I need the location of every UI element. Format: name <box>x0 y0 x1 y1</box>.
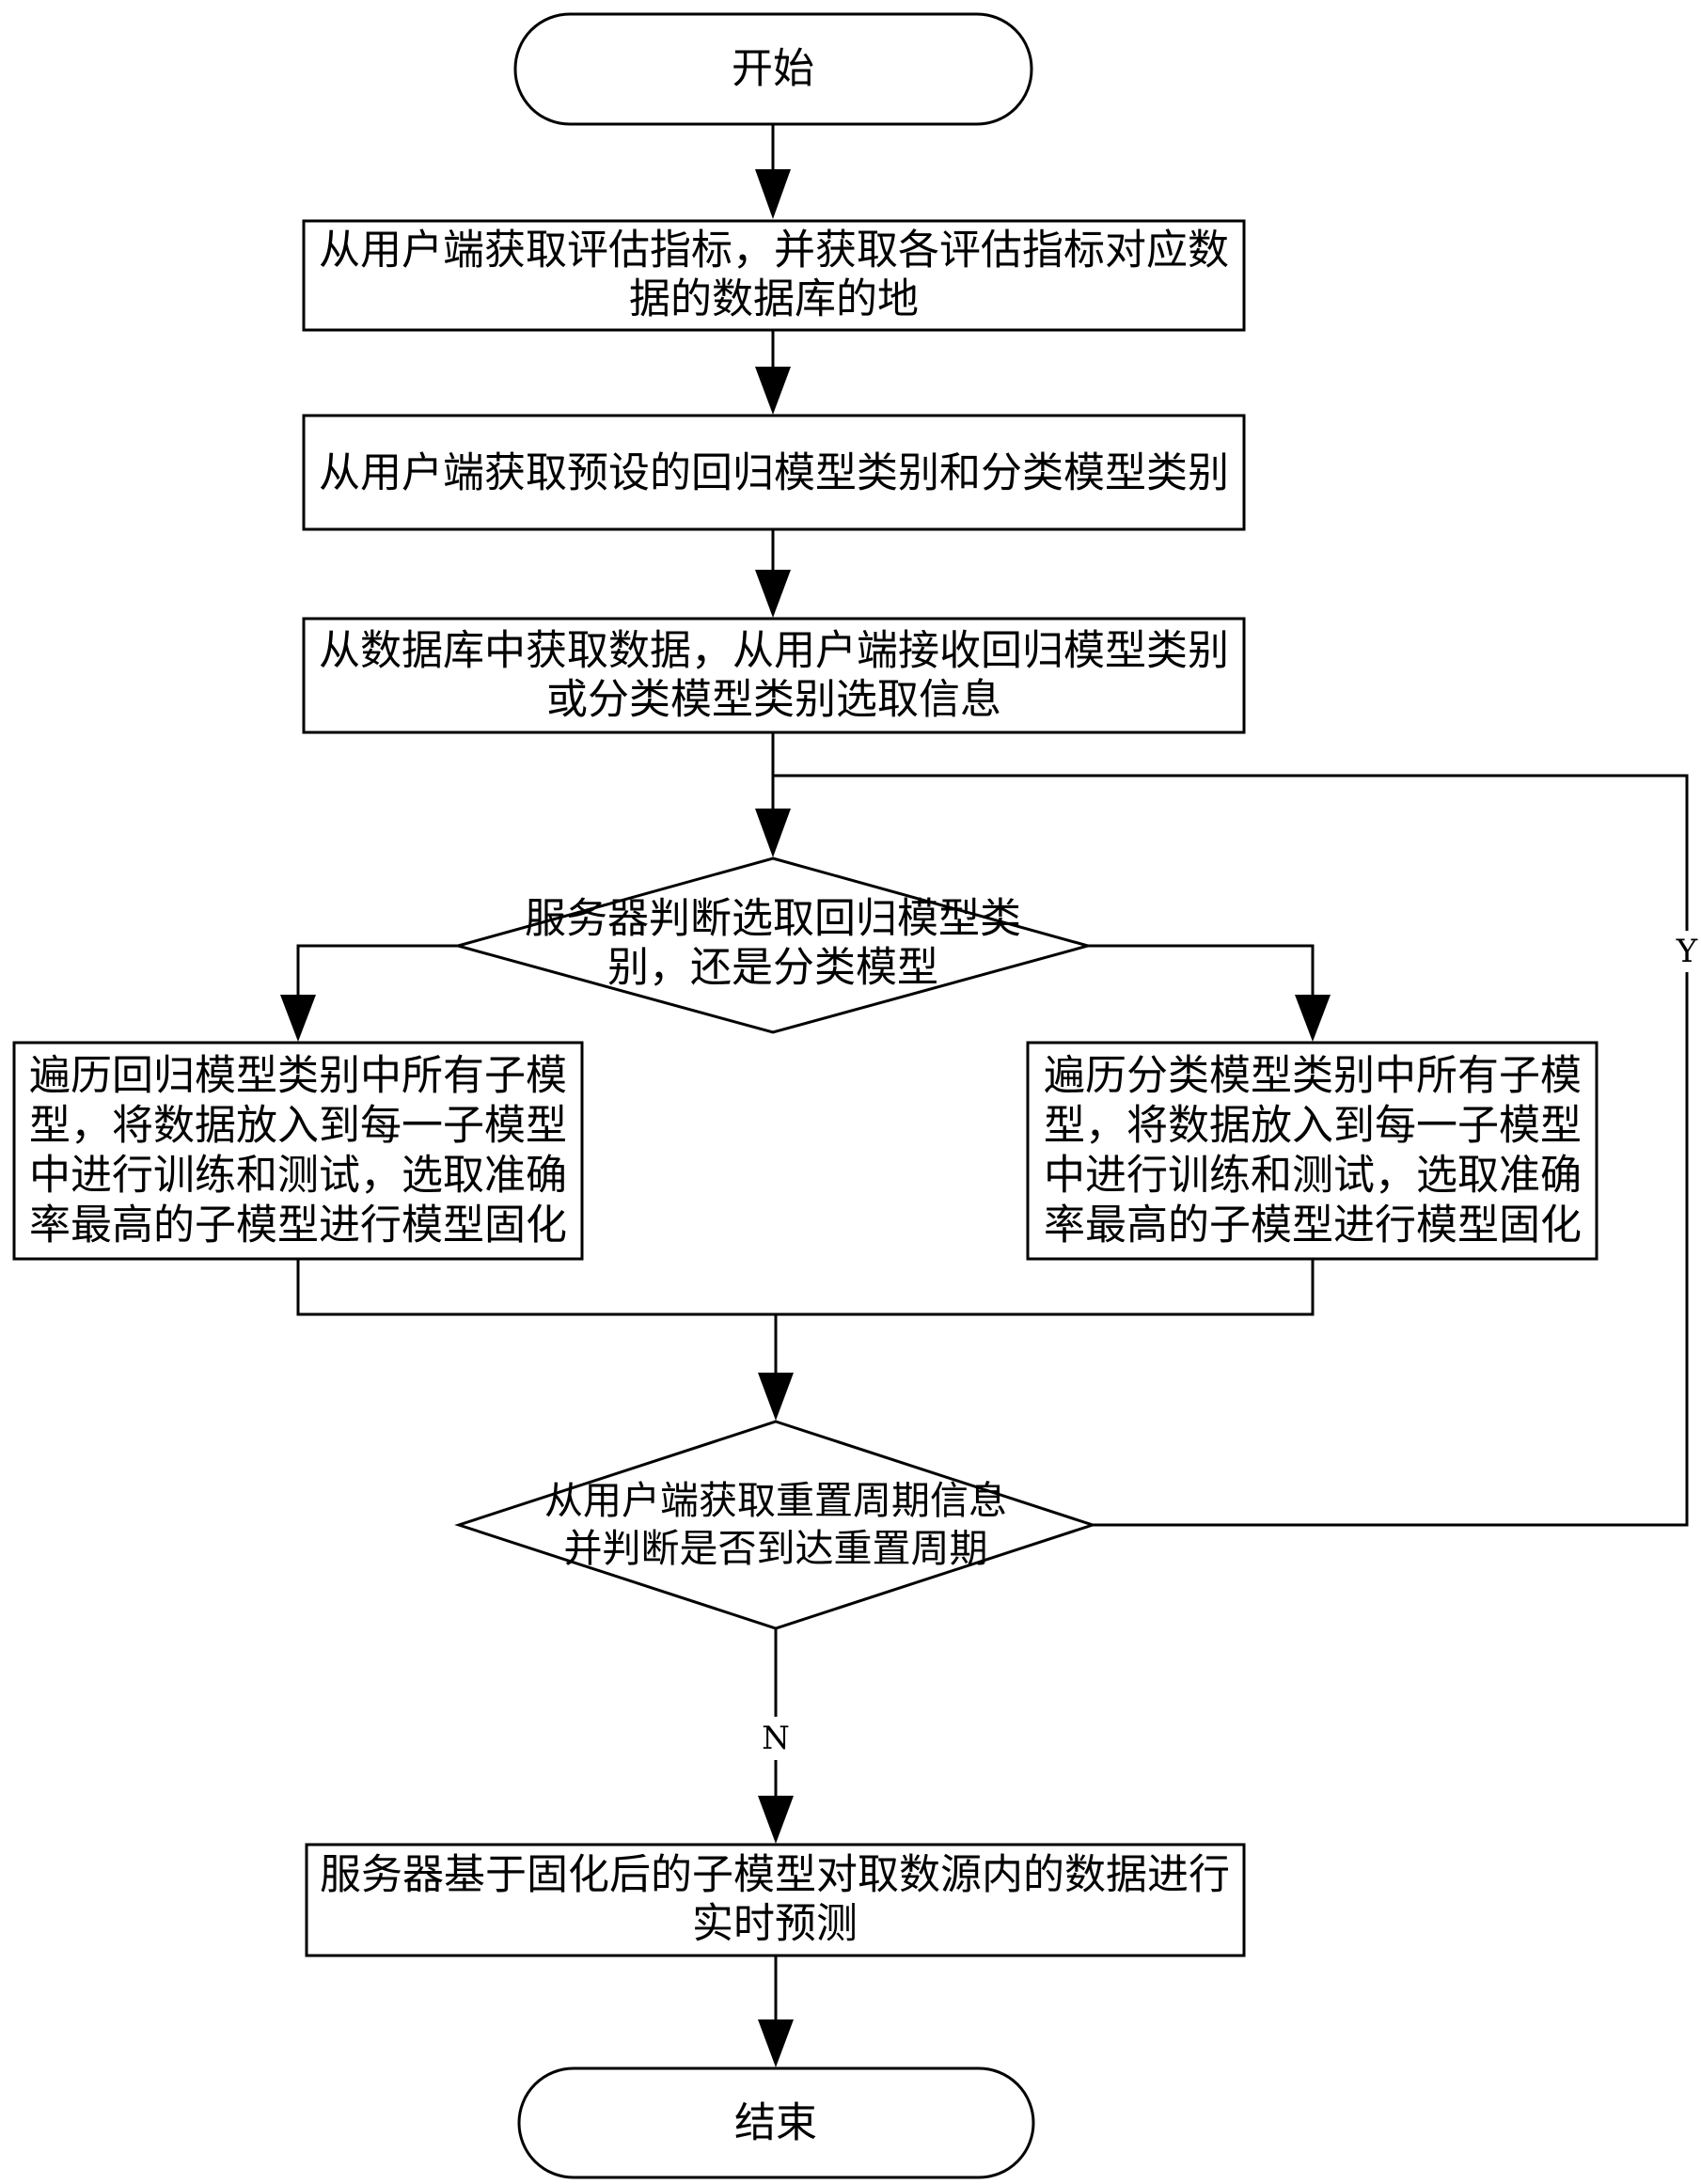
left-box-line-3: 中进行训练和测试，选取准确 <box>29 1152 567 1200</box>
step-get-evaluation-indicators: 从用户端获取评估指标，并获取各评估指标对应数 据的数据库的地 <box>302 219 1246 332</box>
end-label: 结束 <box>734 2099 817 2147</box>
final-step-line-1: 服务器基于固化后的子模型对取数源内的数据进行 <box>320 1851 1230 1899</box>
yes-label: Y <box>1676 933 1698 970</box>
left-box-line-1: 遍历回归模型类别中所有子模 <box>29 1052 567 1100</box>
arrowhead-step2 <box>755 367 791 415</box>
regression-submodel-box: 遍历回归模型类别中所有子模 型，将数据放入到每一子模型 中进行训练和测试，选取准… <box>12 1041 584 1261</box>
no-label-bg <box>759 1717 793 1760</box>
arrowhead-end <box>758 2019 794 2067</box>
decision2-line-2: 并判断是否到达重置周期 <box>564 1526 988 1571</box>
arrow-decision1-to-right <box>1088 944 1315 995</box>
step2-label: 从用户端获取预设的回归模型类别和分类模型类别 <box>319 449 1229 497</box>
step3-line-1: 从数据库中获取数据，从用户端接收回归模型类别 <box>319 627 1229 675</box>
start-label: 开始 <box>732 45 814 93</box>
arrowhead-left-box <box>280 995 316 1042</box>
right-box-line-3: 中进行训练和测试，选取准确 <box>1044 1152 1582 1200</box>
step-fetch-data-and-selection: 从数据库中获取数据，从用户端接收回归模型类别 或分类模型类别选取信息 <box>302 617 1246 734</box>
classification-submodel-box: 遍历分类模型类别中所有子模 型，将数据放入到每一子模型 中进行训练和测试，选取准… <box>1026 1041 1599 1261</box>
start-node: 开始 <box>513 12 1033 126</box>
left-box-line-2: 型，将数据放入到每一子模型 <box>29 1102 567 1150</box>
end-node: 结束 <box>517 2066 1035 2179</box>
right-box-line-4: 率最高的子模型进行模型固化 <box>1044 1202 1582 1249</box>
decision-reset-period: 从用户端获取重置周期信息 并判断是否到达重置周期 <box>454 1420 1097 1630</box>
left-box-line-4: 率最高的子模型进行模型固化 <box>29 1202 567 1249</box>
arrow-decision1-to-left <box>296 944 458 995</box>
arrowhead-final-step <box>758 1796 794 1844</box>
right-box-line-2: 型，将数据放入到每一子模型 <box>1044 1102 1582 1150</box>
connectors: Y N <box>280 124 1701 2067</box>
final-step-line-2: 实时预测 <box>692 1900 858 1948</box>
arrowhead-decision1 <box>755 809 791 857</box>
step-realtime-prediction: 服务器基于固化后的子模型对取数源内的数据进行 实时预测 <box>305 1843 1246 1957</box>
decision2-line-1: 从用户端获取重置周期信息 <box>544 1478 1007 1523</box>
arrowhead-step3 <box>755 570 791 618</box>
right-box-line-1: 遍历分类模型类别中所有子模 <box>1044 1052 1582 1100</box>
step-get-model-categories: 从用户端获取预设的回归模型类别和分类模型类别 <box>302 414 1246 531</box>
decision1-line-1: 服务器判断选取回归模型类 <box>525 895 1021 943</box>
step3-line-2: 或分类模型类别选取信息 <box>546 676 1001 724</box>
step1-line-2: 据的数据库的地 <box>629 275 919 323</box>
yes-label-bg <box>1672 931 1701 972</box>
merge-line <box>296 1259 1315 1316</box>
decision1-line-2: 别，还是分类模型 <box>607 944 938 992</box>
arrowhead-decision2 <box>758 1373 794 1421</box>
arrowhead-right-box <box>1295 995 1331 1042</box>
step1-line-1: 从用户端获取评估指标，并获取各评估指标对应数 <box>319 227 1229 275</box>
arrowhead-step1 <box>755 169 791 219</box>
loop-yes-line <box>773 774 1689 1527</box>
no-label: N <box>762 1720 790 1757</box>
decision-model-type: 服务器判断选取回归模型类 别，还是分类模型 <box>452 856 1094 1034</box>
